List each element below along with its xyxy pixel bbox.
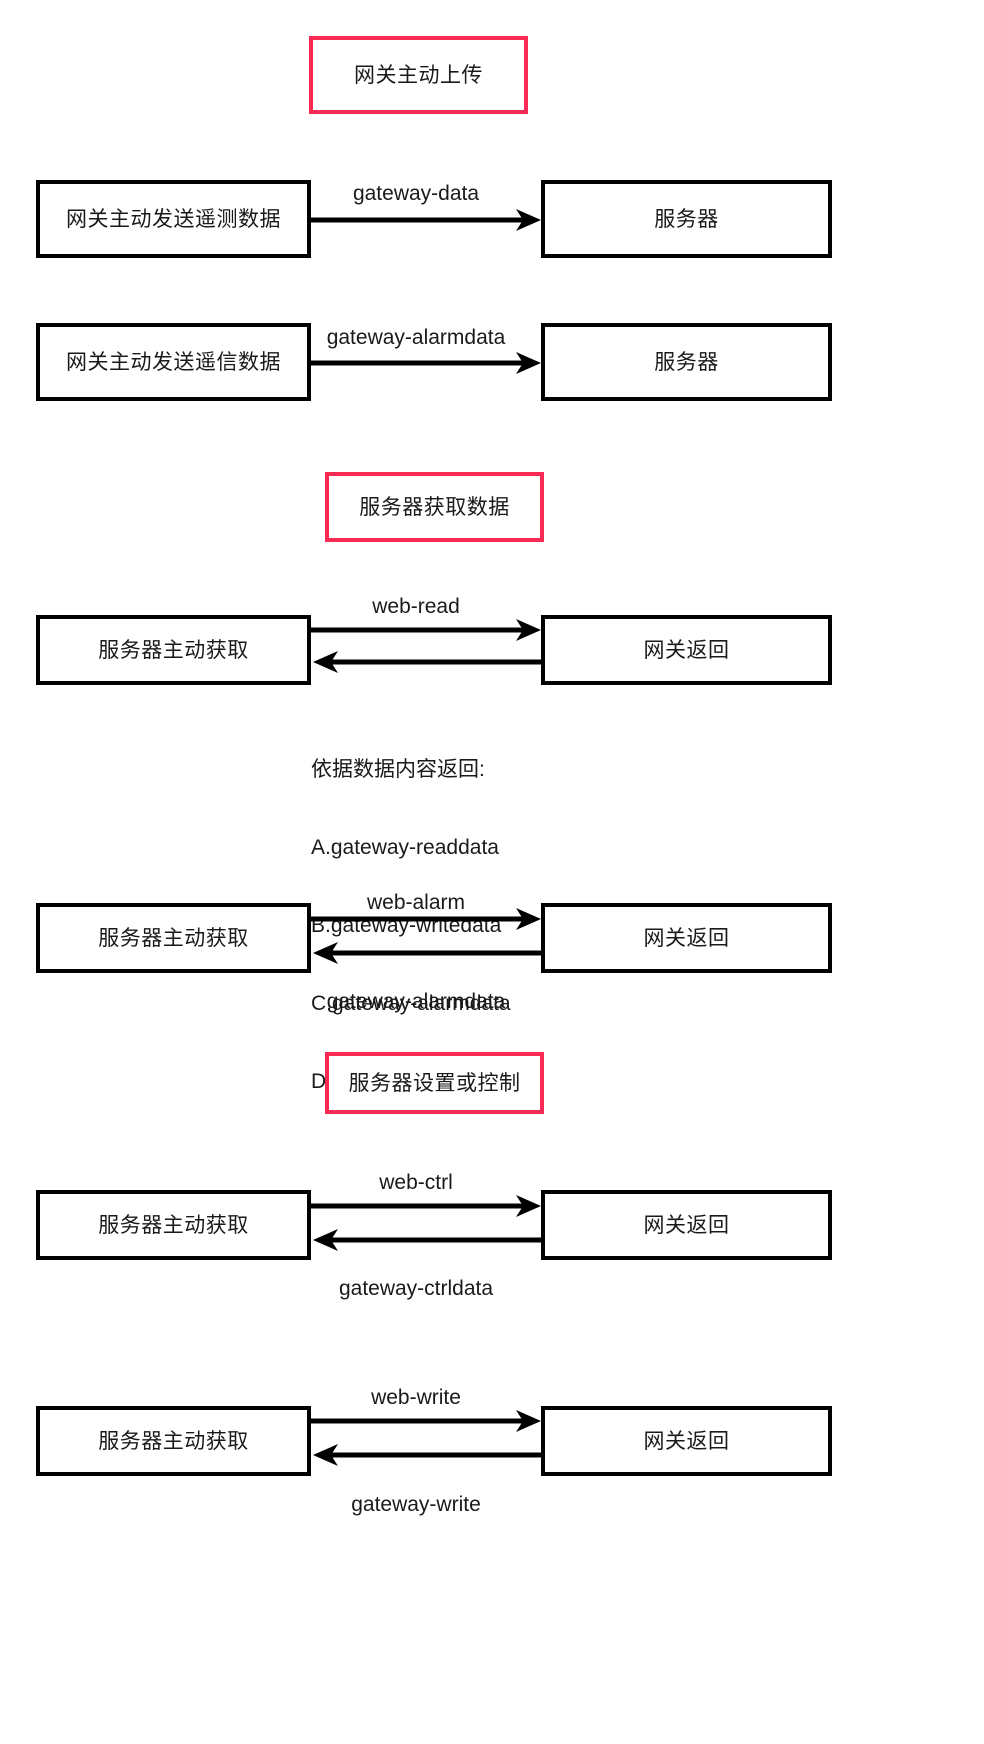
edge-label-web-ctrl: web-ctrl: [379, 1171, 453, 1194]
node-box-web-alarm-source: 服务器主动获取: [36, 903, 311, 973]
section-header-server-set-control: 服务器设置或控制: [325, 1052, 544, 1114]
edge-label-web-read: web-read: [372, 595, 460, 618]
node-box-telemetry-target: 服务器: [541, 180, 832, 258]
node-box-label: 网关返回: [643, 1213, 730, 1237]
arrow-web-read-return: [313, 651, 543, 673]
section-header-server-fetch: 服务器获取数据: [325, 472, 544, 542]
arrow-web-alarm-forward: [311, 908, 541, 930]
node-box-web-write-source: 服务器主动获取: [36, 1406, 311, 1476]
node-box-web-alarm-target: 网关返回: [541, 903, 832, 973]
section-header-label: 网关主动上传: [354, 63, 483, 87]
return-note-item-a: A.gateway-readdata: [311, 836, 499, 859]
edge-label-gateway-alarmdata-return: gateway-alarmdata: [326, 990, 506, 1013]
section-header-gateway-upload: 网关主动上传: [309, 36, 528, 114]
node-box-web-ctrl-target: 网关返回: [541, 1190, 832, 1260]
arrow-telesignal-right: [311, 352, 541, 374]
node-box-label: 服务器主动获取: [98, 1213, 249, 1237]
edge-label-gateway-ctrldata: gateway-ctrldata: [338, 1277, 494, 1300]
node-box-label: 服务器: [654, 350, 719, 374]
node-box-label: 服务器主动获取: [98, 638, 249, 662]
node-box-label: 服务器主动获取: [98, 926, 249, 950]
node-box-label: 网关返回: [643, 926, 730, 950]
node-box-label: 网关返回: [643, 1429, 730, 1453]
section-header-label: 服务器获取数据: [359, 495, 510, 519]
arrow-telemetry-right: [311, 209, 541, 231]
node-box-web-read-source: 服务器主动获取: [36, 615, 311, 685]
arrow-web-ctrl-forward: [311, 1195, 541, 1217]
node-box-label: 网关主动发送遥信数据: [66, 350, 281, 374]
arrow-web-alarm-return: [313, 942, 543, 964]
edge-label-gateway-write: gateway-write: [351, 1493, 481, 1516]
edge-label-web-alarm: web-alarm: [366, 891, 466, 914]
node-box-label: 服务器主动获取: [98, 1429, 249, 1453]
node-box-telesignal-source: 网关主动发送遥信数据: [36, 323, 311, 401]
node-box-web-write-target: 网关返回: [541, 1406, 832, 1476]
node-box-telesignal-target: 服务器: [541, 323, 832, 401]
edge-label-gateway-data: gateway-data: [352, 182, 480, 205]
node-box-label: 服务器: [654, 207, 719, 231]
return-note-block: 依据数据内容返回: A.gateway-readdata B.gateway-w…: [311, 705, 511, 1147]
node-box-label: 网关主动发送遥测数据: [66, 207, 281, 231]
return-note-item-c: C.gateway-alarmdata: [311, 992, 511, 1015]
section-header-label: 服务器设置或控制: [348, 1071, 521, 1095]
edge-label-web-write: web-write: [371, 1386, 461, 1409]
edge-label-gateway-alarmdata-upload: gateway-alarmdata: [326, 326, 506, 349]
arrow-web-read-forward: [311, 619, 541, 641]
node-box-telemetry-source: 网关主动发送遥测数据: [36, 180, 311, 258]
arrow-web-write-return: [313, 1444, 543, 1466]
return-note-heading: 依据数据内容返回:: [311, 758, 485, 781]
node-box-web-ctrl-source: 服务器主动获取: [36, 1190, 311, 1260]
arrow-web-write-forward: [311, 1410, 541, 1432]
node-box-label: 网关返回: [643, 638, 730, 662]
arrow-web-ctrl-return: [313, 1229, 543, 1251]
node-box-web-read-target: 网关返回: [541, 615, 832, 685]
